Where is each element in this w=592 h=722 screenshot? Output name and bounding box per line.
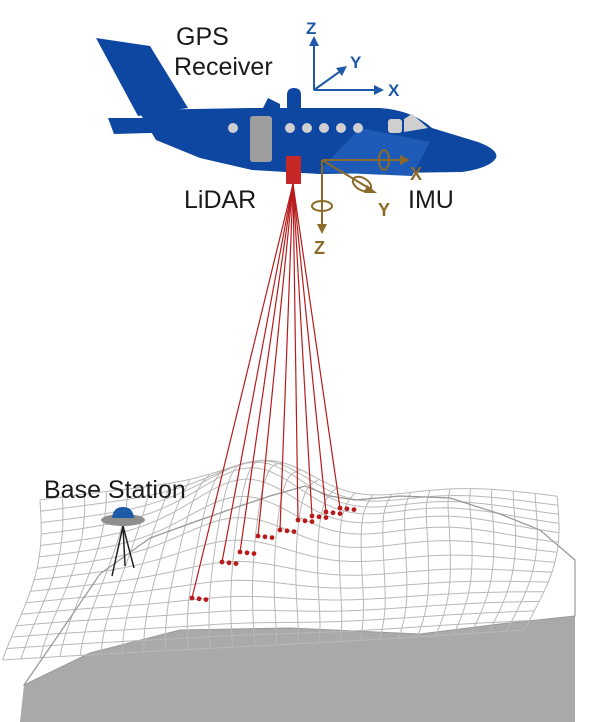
- return-point: [262, 534, 268, 540]
- gnss-base-station-icon: [101, 507, 145, 577]
- imu-axis-x-label: X: [410, 164, 422, 184]
- laser-beam: [221, 183, 294, 563]
- mesh-line-col: [317, 487, 338, 643]
- mesh-line-col: [252, 462, 284, 647]
- return-point: [251, 551, 257, 556]
- imu-axes: [311, 149, 410, 234]
- imu-label: IMU: [408, 186, 454, 214]
- return-point: [237, 549, 243, 555]
- lidar-sensor-icon: [286, 156, 301, 184]
- windshield: [404, 114, 428, 132]
- return-point: [316, 514, 322, 520]
- mesh-line-col: [359, 494, 374, 641]
- aircraft-door: [250, 116, 272, 162]
- mesh-line-col: [398, 492, 411, 639]
- gps-receiver-label-line1: GPS: [176, 23, 229, 51]
- terrain-base: [20, 616, 575, 722]
- mesh-line-col: [164, 473, 210, 651]
- airplane-icon: [96, 38, 497, 176]
- mesh-line-col: [488, 491, 517, 633]
- gps-receiver-label-line2: Receiver: [174, 53, 273, 81]
- mesh-line-col: [39, 494, 86, 658]
- fuselage: [138, 108, 497, 174]
- cabin-windows: [228, 123, 363, 133]
- imu-axis-z-label: Z: [314, 238, 325, 258]
- return-point: [302, 518, 308, 524]
- return-point: [295, 517, 301, 523]
- laser-beam: [292, 183, 299, 521]
- laser-beams: [191, 183, 341, 599]
- mesh-line-col: [379, 494, 392, 640]
- antenna-stub: [262, 98, 280, 110]
- return-point: [244, 550, 250, 556]
- laser-beam: [279, 183, 294, 531]
- laser-beam: [239, 183, 294, 553]
- return-point: [226, 560, 232, 566]
- return-point: [255, 533, 261, 539]
- gps-axis-y-label: Y: [350, 53, 362, 72]
- imu-axis-y-label: Y: [378, 200, 390, 220]
- return-point: [219, 559, 225, 565]
- mesh-line-col: [273, 469, 302, 645]
- lidar-label: LiDAR: [184, 186, 256, 214]
- return-point: [344, 506, 350, 512]
- base-station: Base Station: [44, 476, 186, 577]
- return-point: [323, 515, 329, 520]
- return-point: [323, 509, 329, 515]
- return-point: [269, 535, 275, 540]
- mesh-line-col: [338, 492, 356, 642]
- mesh-line-col: [208, 462, 248, 649]
- gps-axis-z-label: Z: [306, 19, 316, 38]
- return-point: [337, 511, 343, 516]
- base-station-label: Base Station: [44, 476, 186, 504]
- return-point: [309, 513, 315, 519]
- mesh-line-col: [435, 488, 451, 636]
- laser-return-points: [189, 505, 357, 602]
- mesh-line-col: [416, 490, 431, 638]
- return-point: [284, 528, 290, 534]
- mesh-line-col: [470, 489, 495, 634]
- return-point: [233, 561, 239, 566]
- tail-fin: [96, 38, 188, 116]
- return-point: [277, 527, 283, 533]
- gps-axis-x-label: X: [388, 81, 400, 100]
- gps-antenna: [287, 88, 301, 110]
- mesh-line-col: [143, 479, 191, 652]
- return-point: [196, 596, 202, 602]
- laser-beam: [292, 183, 313, 517]
- mesh-line-col: [524, 496, 560, 631]
- return-point: [309, 519, 315, 524]
- mesh-line-col: [121, 483, 171, 654]
- cockpit-window: [388, 119, 402, 133]
- mesh-line-col: [1, 499, 42, 661]
- laser-beam: [292, 183, 327, 513]
- return-point: [189, 595, 195, 601]
- mesh-line-col: [20, 496, 64, 659]
- mesh-line-col: [230, 459, 266, 648]
- return-point: [351, 507, 357, 512]
- gps-axes: [309, 36, 384, 95]
- laser-beam: [257, 183, 294, 537]
- mesh-line-col: [506, 493, 538, 632]
- return-point: [337, 505, 343, 511]
- return-point: [291, 529, 297, 534]
- return-point: [330, 510, 336, 516]
- return-point: [203, 597, 209, 602]
- mesh-line-col: [100, 486, 150, 655]
- mesh-line-col: [186, 467, 229, 650]
- laser-beam: [191, 183, 294, 599]
- laser-beam: [292, 183, 341, 509]
